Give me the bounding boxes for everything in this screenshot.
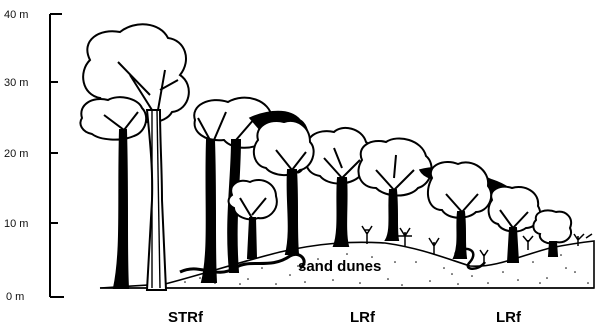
- lrf-tree-5: [489, 187, 540, 262]
- tick-label-20m: 20 m: [4, 148, 28, 160]
- tick-label-10m: 10 m: [4, 218, 28, 230]
- lrf-tree-3: [358, 138, 431, 240]
- zone-label-lrf-1: LRf: [350, 309, 376, 326]
- lrf-tree-4: [428, 162, 491, 258]
- tick-label-30m: 30 m: [4, 77, 28, 89]
- tick-label-40m: 40 m: [4, 9, 28, 21]
- sand-dunes-label: sand dunes: [298, 258, 381, 275]
- zone-label-strf: STRf: [168, 309, 204, 326]
- emergent-tree: [80, 24, 188, 290]
- zone-label-lrf-2: LRf: [496, 309, 522, 326]
- tick-label-0m: 0 m: [6, 291, 24, 303]
- height-axis: [50, 14, 64, 297]
